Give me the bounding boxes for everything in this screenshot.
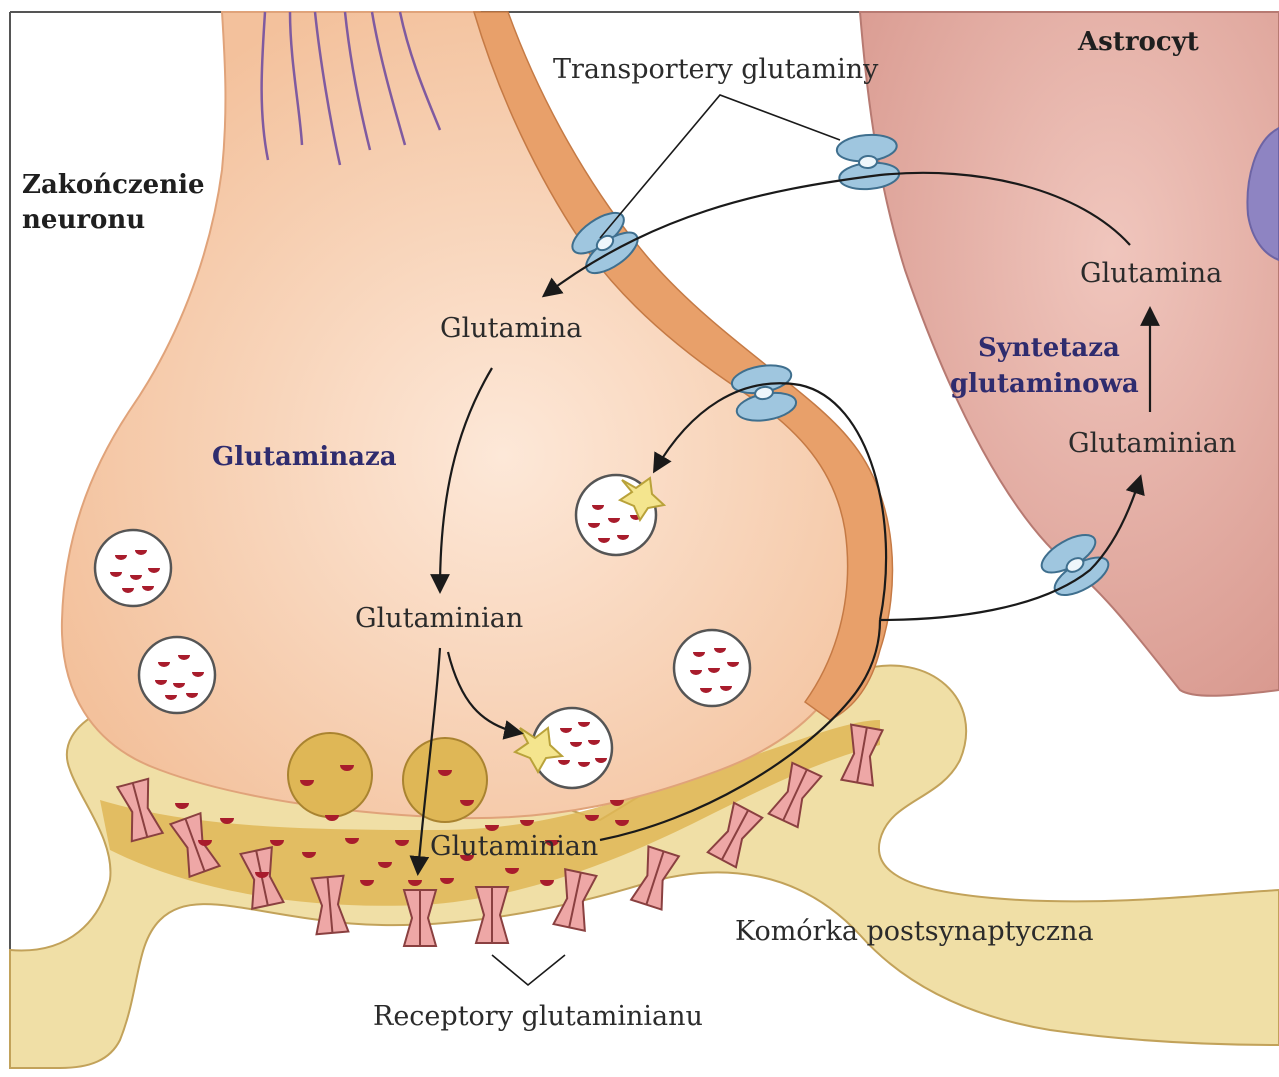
glutamine-synthetase-label-line1: Syntetaza	[978, 333, 1120, 363]
glutamate-receptors-label: Receptory glutaminianu	[373, 1001, 703, 1032]
release-bulge-left	[288, 733, 372, 817]
astrocyte-label: Astrocyt	[1077, 27, 1199, 57]
glutaminase-label: Glutaminaza	[212, 442, 397, 472]
nerve-terminal-label-line2: neuronu	[22, 205, 145, 235]
astrocyte-glutamine-label: Glutamina	[1080, 258, 1222, 289]
receptor-callout-lines	[492, 955, 565, 985]
astrocyte-glutamate-label: Glutaminian	[1068, 428, 1236, 459]
glutamine-synthetase-label-line2: glutaminowa	[950, 369, 1139, 399]
vesicle	[95, 530, 171, 606]
vesicle	[674, 630, 750, 706]
postsynaptic-cell-label: Komórka postsynaptyczna	[735, 916, 1094, 947]
release-bulge-right	[403, 738, 487, 822]
transporter-callout-lines	[600, 95, 840, 238]
vesicle	[139, 637, 215, 713]
neuron-glutamate-label: Glutaminian	[355, 603, 523, 634]
nerve-terminal-label-line1: Zakończenie	[22, 170, 205, 200]
cleft-glutamate-label: Glutaminian	[430, 831, 598, 862]
neuron-glutamine-label: Glutamina	[440, 313, 582, 344]
glutamine-transporters-label: Transportery glutaminy	[553, 54, 879, 85]
